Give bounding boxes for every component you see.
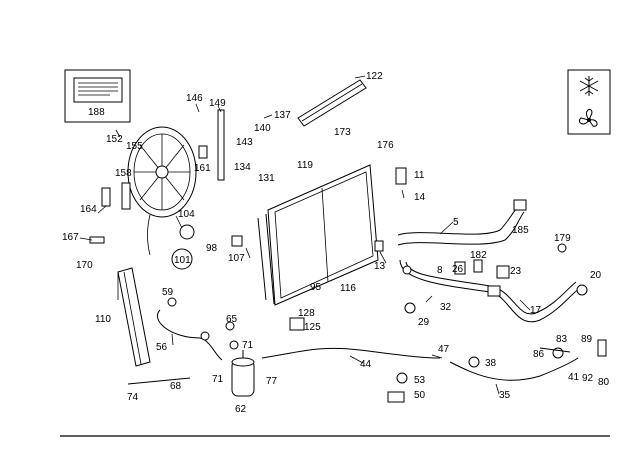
- label-125: 125: [304, 322, 321, 333]
- label-89: 89: [581, 334, 593, 345]
- label-137: 137: [274, 110, 291, 121]
- label-56: 56: [156, 342, 168, 353]
- label-134: 134: [234, 162, 251, 173]
- label-152: 152: [106, 134, 123, 145]
- small-parts: [89, 109, 607, 403]
- cooling-fan: [127, 126, 197, 256]
- label-146: 146: [186, 93, 203, 104]
- label-35: 35: [499, 390, 511, 401]
- label-50: 50: [414, 390, 426, 401]
- label-107: 107: [228, 253, 245, 264]
- label-101-circle: [171, 248, 193, 270]
- label-13: 13: [374, 261, 386, 272]
- label-14: 14: [414, 192, 426, 203]
- label-23: 23: [510, 266, 522, 277]
- label-95: 95: [310, 282, 322, 293]
- label-38: 38: [485, 358, 497, 369]
- info-label-box: [64, 69, 131, 123]
- label-8: 8: [437, 265, 443, 276]
- label-74: 74: [127, 392, 139, 403]
- snowflake-icon: [579, 76, 599, 96]
- label-149: 149: [209, 98, 226, 109]
- label-122: 122: [366, 71, 383, 82]
- line-44: [261, 347, 579, 381]
- fan-icon: [578, 109, 598, 127]
- hose-5: [397, 199, 527, 246]
- label-128: 128: [298, 308, 315, 319]
- label-116: 116: [340, 283, 356, 294]
- leader-lines: [79, 75, 531, 395]
- label-182: 182: [470, 250, 487, 261]
- label-17: 17: [530, 305, 542, 316]
- label-26: 26: [452, 264, 464, 275]
- label-68: 68: [170, 381, 182, 392]
- label-164: 164: [80, 204, 97, 215]
- label-83: 83: [556, 334, 568, 345]
- label-185: 185: [512, 225, 529, 236]
- label-11: 11: [414, 170, 425, 181]
- label-173: 173: [334, 127, 351, 138]
- label-53: 53: [414, 375, 426, 386]
- label-176: 176: [377, 140, 394, 151]
- ac-symbol-box: [567, 69, 611, 135]
- label-65: 65: [226, 314, 238, 325]
- label-110: 110: [95, 314, 111, 325]
- label-41: 41: [568, 372, 580, 383]
- label-170: 170: [76, 260, 93, 271]
- label-86: 86: [533, 349, 545, 360]
- label-104: 104: [178, 209, 195, 220]
- label-44: 44: [360, 359, 372, 370]
- label-62: 62: [235, 404, 247, 415]
- label-71-upper: 71: [242, 340, 254, 351]
- hose-17: [399, 259, 581, 323]
- receiver-drier: [231, 350, 255, 397]
- label-131: 131: [258, 173, 275, 184]
- label-188: 188: [88, 107, 105, 118]
- condenser-radiator: [257, 164, 379, 306]
- label-80: 80: [598, 377, 610, 388]
- label-59: 59: [162, 287, 174, 298]
- label-161: 161: [194, 163, 211, 174]
- label-155: 155: [126, 141, 143, 152]
- label-101: 101: [174, 255, 191, 266]
- label-119: 119: [297, 160, 313, 171]
- label-5: 5: [453, 217, 459, 228]
- label-167: 167: [62, 232, 79, 243]
- label-98: 98: [206, 243, 218, 254]
- label-71-lower: 71: [212, 374, 224, 385]
- label-29: 29: [418, 317, 430, 328]
- label-140: 140: [254, 123, 271, 134]
- label-20: 20: [590, 270, 602, 281]
- info-label-icon: [73, 77, 123, 103]
- label-32: 32: [440, 302, 452, 313]
- part-122-strip: [297, 79, 367, 127]
- part-labels: 122 188 146 149 137 140 143 152 155 161 …: [62, 71, 610, 415]
- label-47: 47: [438, 344, 450, 355]
- label-179: 179: [554, 233, 571, 244]
- label-158: 158: [115, 168, 132, 179]
- label-77: 77: [266, 376, 278, 387]
- label-92: 92: [582, 373, 594, 384]
- label-143: 143: [236, 137, 253, 148]
- side-panel-110: [117, 267, 151, 367]
